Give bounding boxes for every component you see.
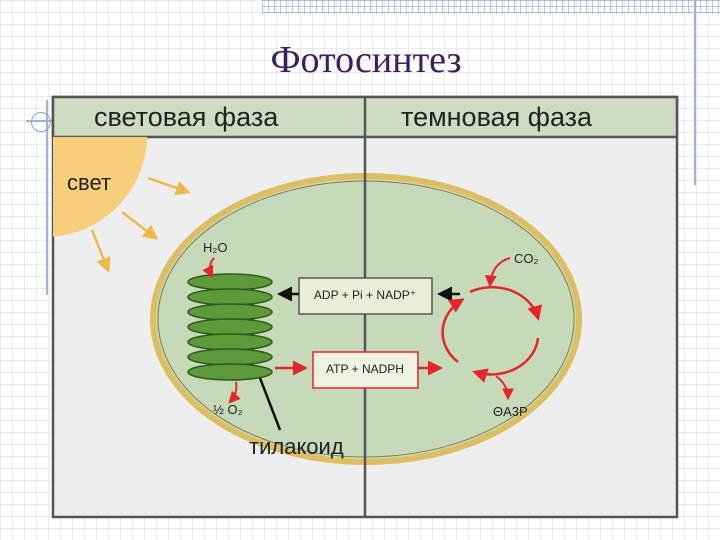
light-ray-arrow	[90, 229, 111, 273]
thylakoid-pointer-line	[258, 377, 282, 431]
oxygen-label: ½ O₂	[213, 402, 243, 417]
water-arrow	[202, 257, 215, 279]
decorative-grid-strip	[262, 0, 720, 14]
product-label: ΘA3P	[493, 404, 528, 419]
adp-box	[298, 277, 433, 315]
sun-shape	[53, 137, 147, 237]
co2-arrow	[484, 257, 511, 288]
slide-title: Фотосинтез	[270, 39, 462, 81]
light-ray-arrow	[121, 211, 159, 240]
decorative-vertical-line-right	[694, 0, 696, 185]
atp-box	[312, 351, 419, 389]
atp-box-label: ATP + NADPH	[326, 362, 404, 376]
product-arrow	[495, 375, 514, 401]
light-ray-arrow	[147, 176, 191, 196]
adp-box-label: ADP + Pi + NADP⁺	[314, 288, 416, 302]
thylakoid-label: тилакоид	[249, 434, 344, 459]
light-label: свет	[67, 170, 111, 195]
co2-label: CO₂	[514, 251, 539, 266]
calvin-cycle-arrows	[441, 286, 542, 383]
decorative-circle-icon	[31, 112, 51, 132]
dark-phase-header: темновая фаза	[401, 102, 593, 132]
water-label: H₂O	[203, 240, 228, 255]
oxygen-arrow	[228, 381, 241, 404]
decorative-vertical-line-left	[46, 100, 48, 295]
light-phase-header: световая фаза	[94, 102, 279, 132]
